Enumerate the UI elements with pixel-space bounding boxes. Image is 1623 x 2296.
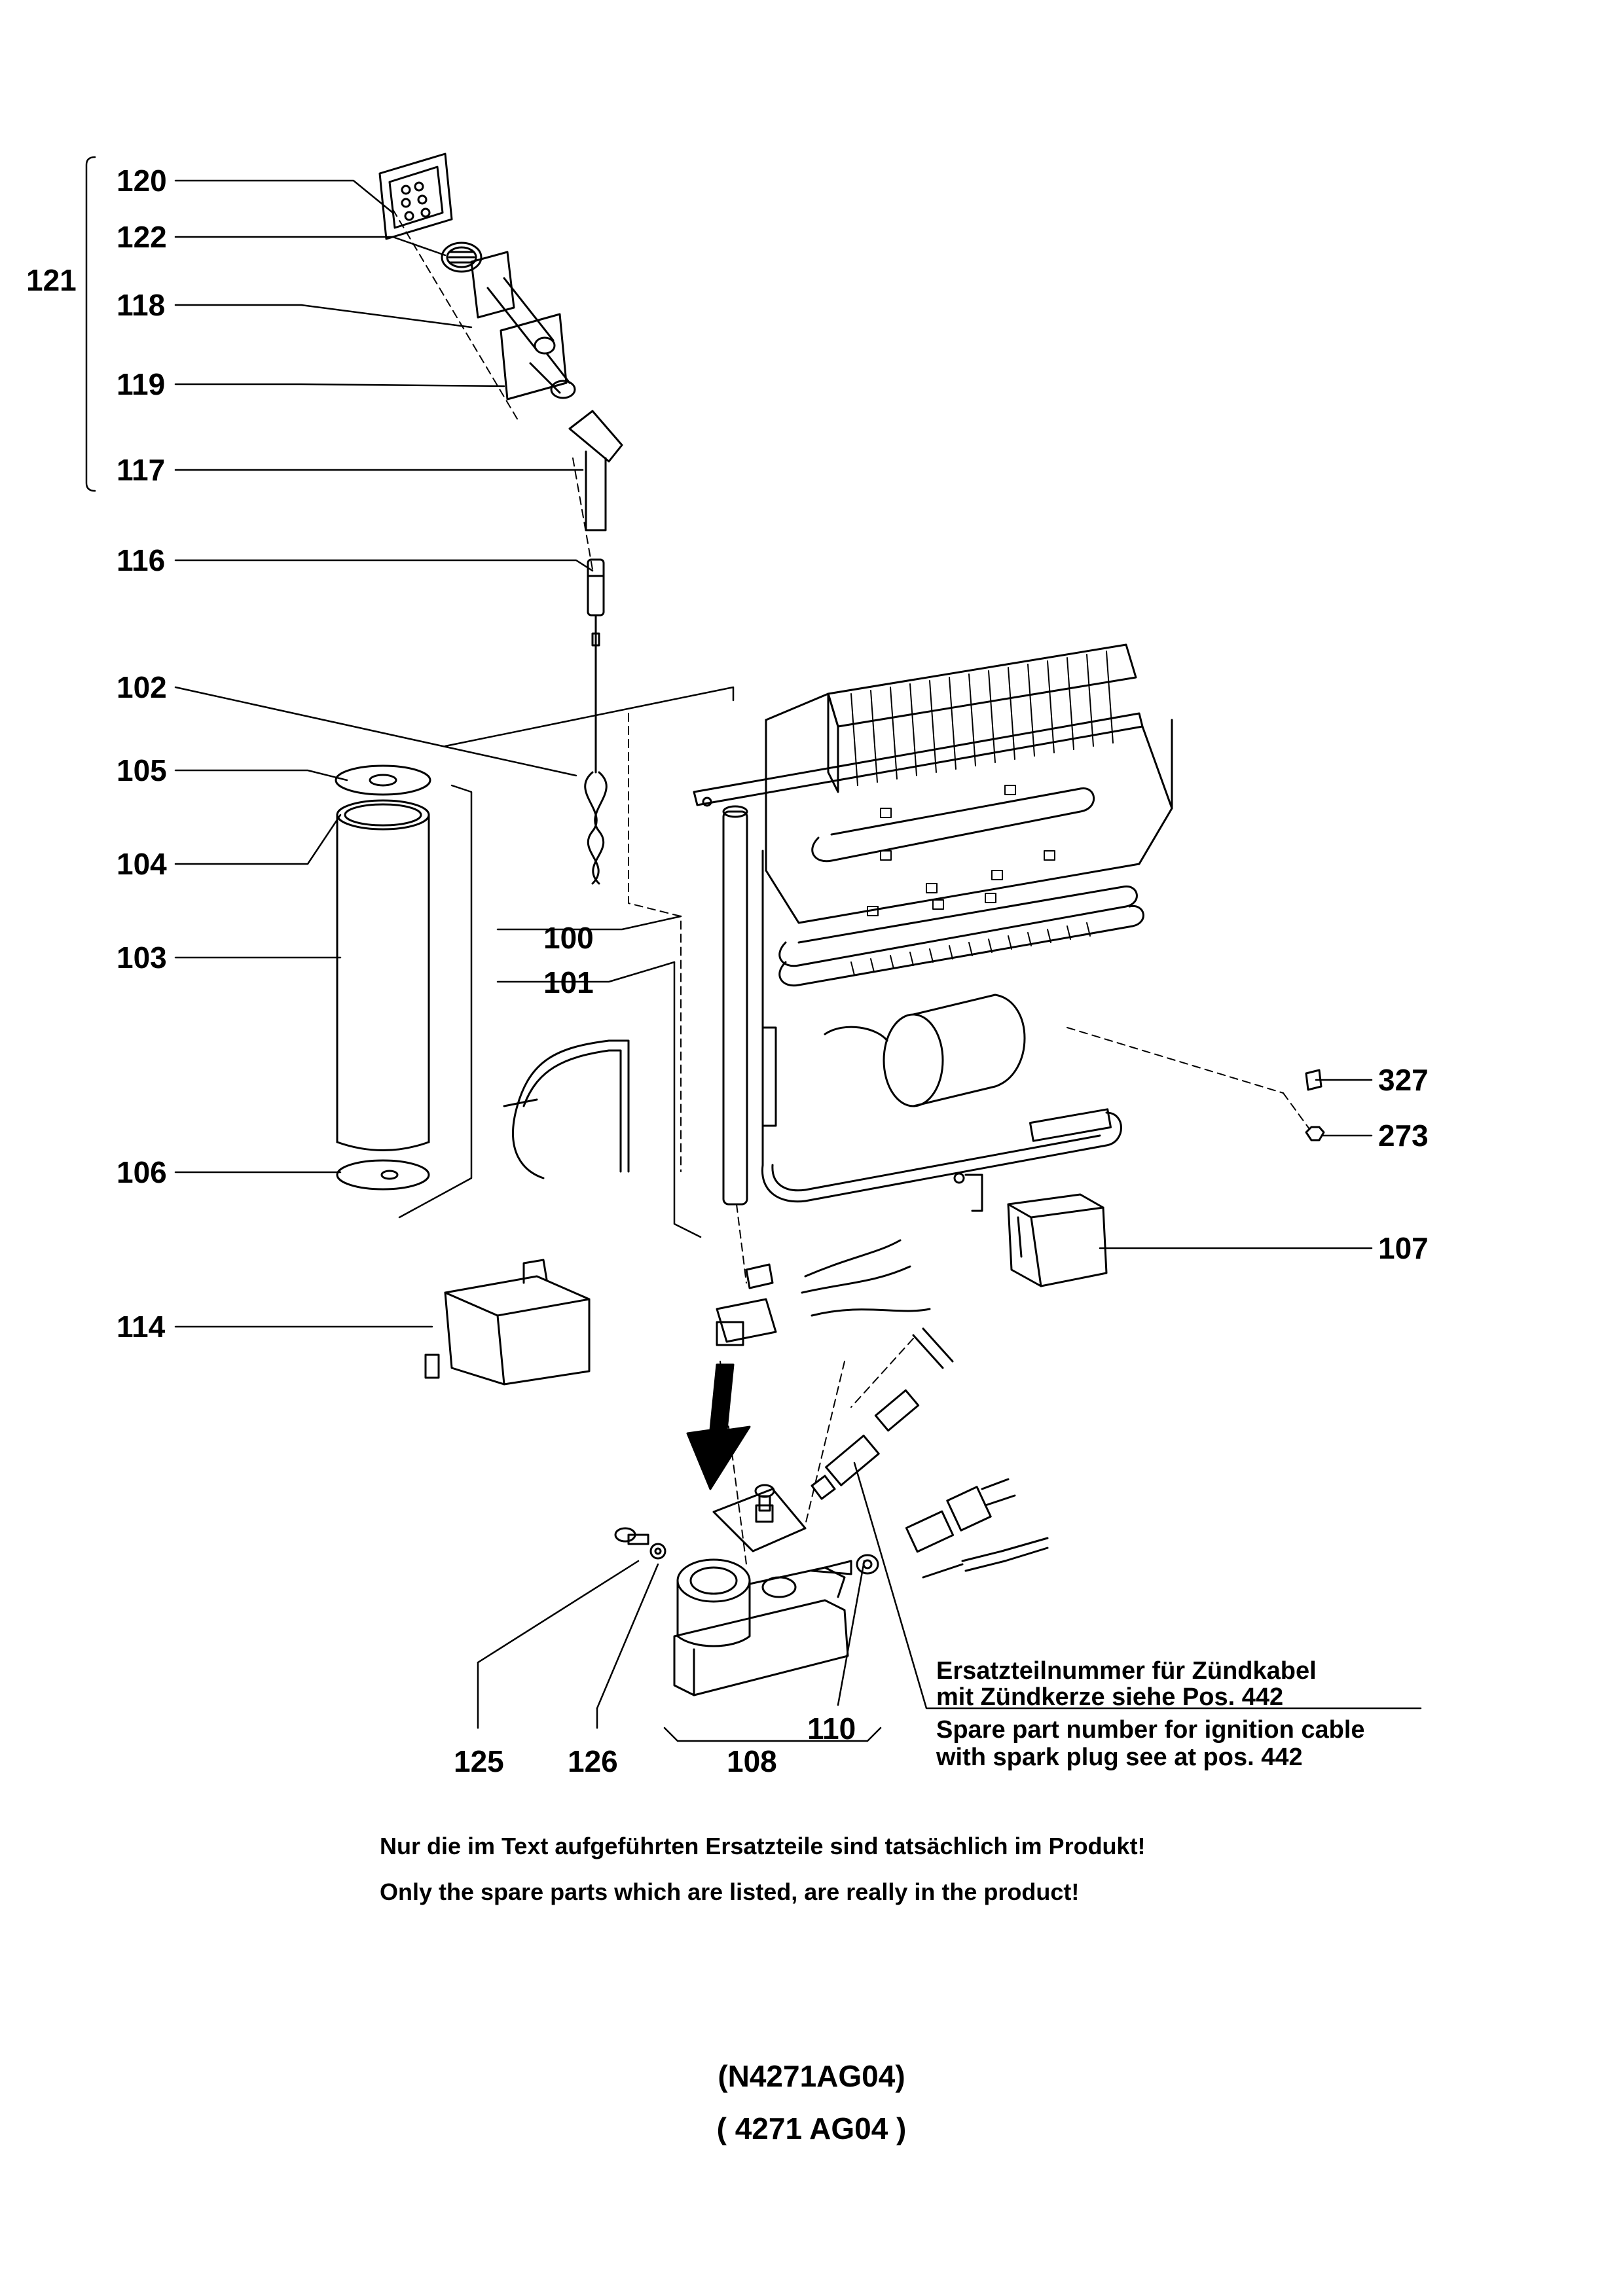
part-107-burner-cover [1007,1193,1108,1287]
burner-assembly-small [716,1239,931,1346]
note-en-line-2: with spark plug see at pos. 442 [936,1744,1303,1771]
part-105-top-cover [335,764,431,796]
part-117-flue-elbow [568,410,623,531]
part-103-cylinder [336,799,430,1151]
label-327: 327 [1378,1063,1429,1097]
part-106-bottom-plate [336,1159,430,1191]
note-de-line-1: Ersatzteilnummer für Zündkabel [936,1657,1317,1685]
label-101: 101 [543,965,594,999]
label-103: 103 [117,941,167,975]
warning-german: Nur die im Text aufgeführten Ersatzteile… [380,1833,1146,1859]
part-122-mesh [441,242,483,273]
label-107: 107 [1378,1231,1429,1265]
note-en-line-1: Spare part number for ignition cable [936,1716,1365,1744]
label-110: 110 [807,1712,856,1746]
label-104: 104 [117,847,167,881]
part-101-gas-pipe [503,1039,630,1179]
part-114-holder [424,1259,591,1386]
label-122: 122 [117,220,167,254]
part-327-clip [1305,1069,1322,1091]
label-125: 125 [454,1744,504,1778]
part-126-washer [649,1543,666,1560]
part-110-nipple [856,1554,879,1575]
part-273-nut [1305,1126,1325,1141]
dashed-assembly-lines [392,209,1310,1565]
label-118: 118 [117,288,166,322]
top-screw [754,1484,775,1512]
direction-arrow [686,1363,751,1490]
cooling-unit [693,643,1173,1212]
drawing-code-2: ( 4271 AG04 ) [716,2111,907,2145]
warning-english: Only the spare parts which are listed, a… [380,1878,1080,1905]
part-118-flue-plate [470,251,556,355]
label-126: 126 [568,1744,618,1778]
label-114: 114 [117,1310,166,1344]
drawing-code-1: (N4271AG04) [718,2059,905,2093]
part-125-screw [614,1527,649,1545]
label-102: 102 [117,670,167,704]
part-116-baffle-tube [587,558,605,647]
label-119: 119 [117,367,166,401]
label-105: 105 [117,753,167,787]
ignition-cable-spark-plug [811,1327,1049,1579]
label-100: 100 [543,921,594,955]
label-121: 121 [26,263,77,297]
part-119-flue-plate [500,313,576,401]
part-120-vent-grille [378,152,453,240]
part-108-burner [673,1488,852,1696]
label-108: 108 [727,1744,777,1778]
part-100-frame-outline [398,686,735,1238]
part-102-spiral [584,643,608,885]
label-120: 120 [117,164,167,198]
leader-lines [85,156,1422,1742]
label-273: 273 [1378,1119,1429,1153]
note-de-line-2: mit Zündkerze siehe Pos. 442 [936,1683,1284,1711]
label-116: 116 [117,543,166,577]
label-117: 117 [117,453,166,487]
label-106: 106 [117,1155,167,1189]
